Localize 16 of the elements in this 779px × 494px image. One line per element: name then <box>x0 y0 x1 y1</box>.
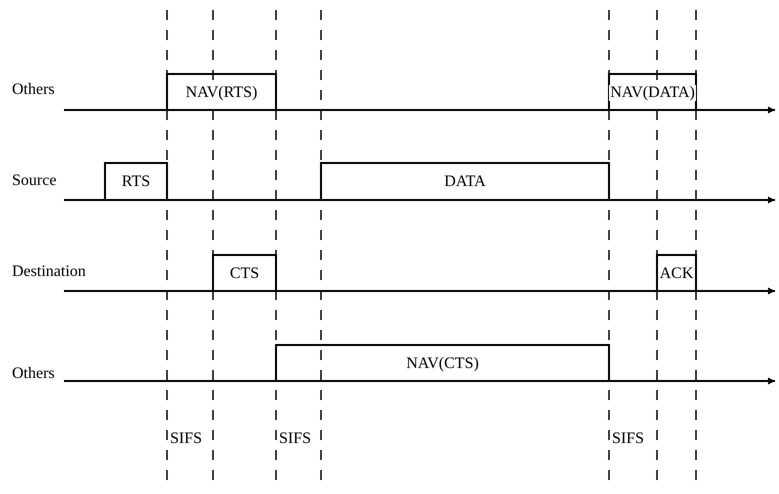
frame-label: CTS <box>228 266 260 282</box>
frame-label: NAV(RTS) <box>184 84 258 100</box>
frame-label: NAV(CTS) <box>405 356 480 372</box>
row-label: Destination <box>12 264 86 280</box>
row-label: Source <box>12 173 56 189</box>
frame-box <box>104 162 168 200</box>
nav-frame <box>608 73 697 110</box>
nav-frame <box>275 344 610 381</box>
frame-label: NAV(DATA) <box>609 84 696 100</box>
nav-frame <box>166 73 277 110</box>
row-label: Others <box>12 366 55 382</box>
frame-box <box>320 162 610 200</box>
frame-box <box>212 254 277 291</box>
row-label: Others <box>12 82 55 98</box>
frame-label: ACK <box>658 266 694 282</box>
frame-box <box>656 254 697 291</box>
